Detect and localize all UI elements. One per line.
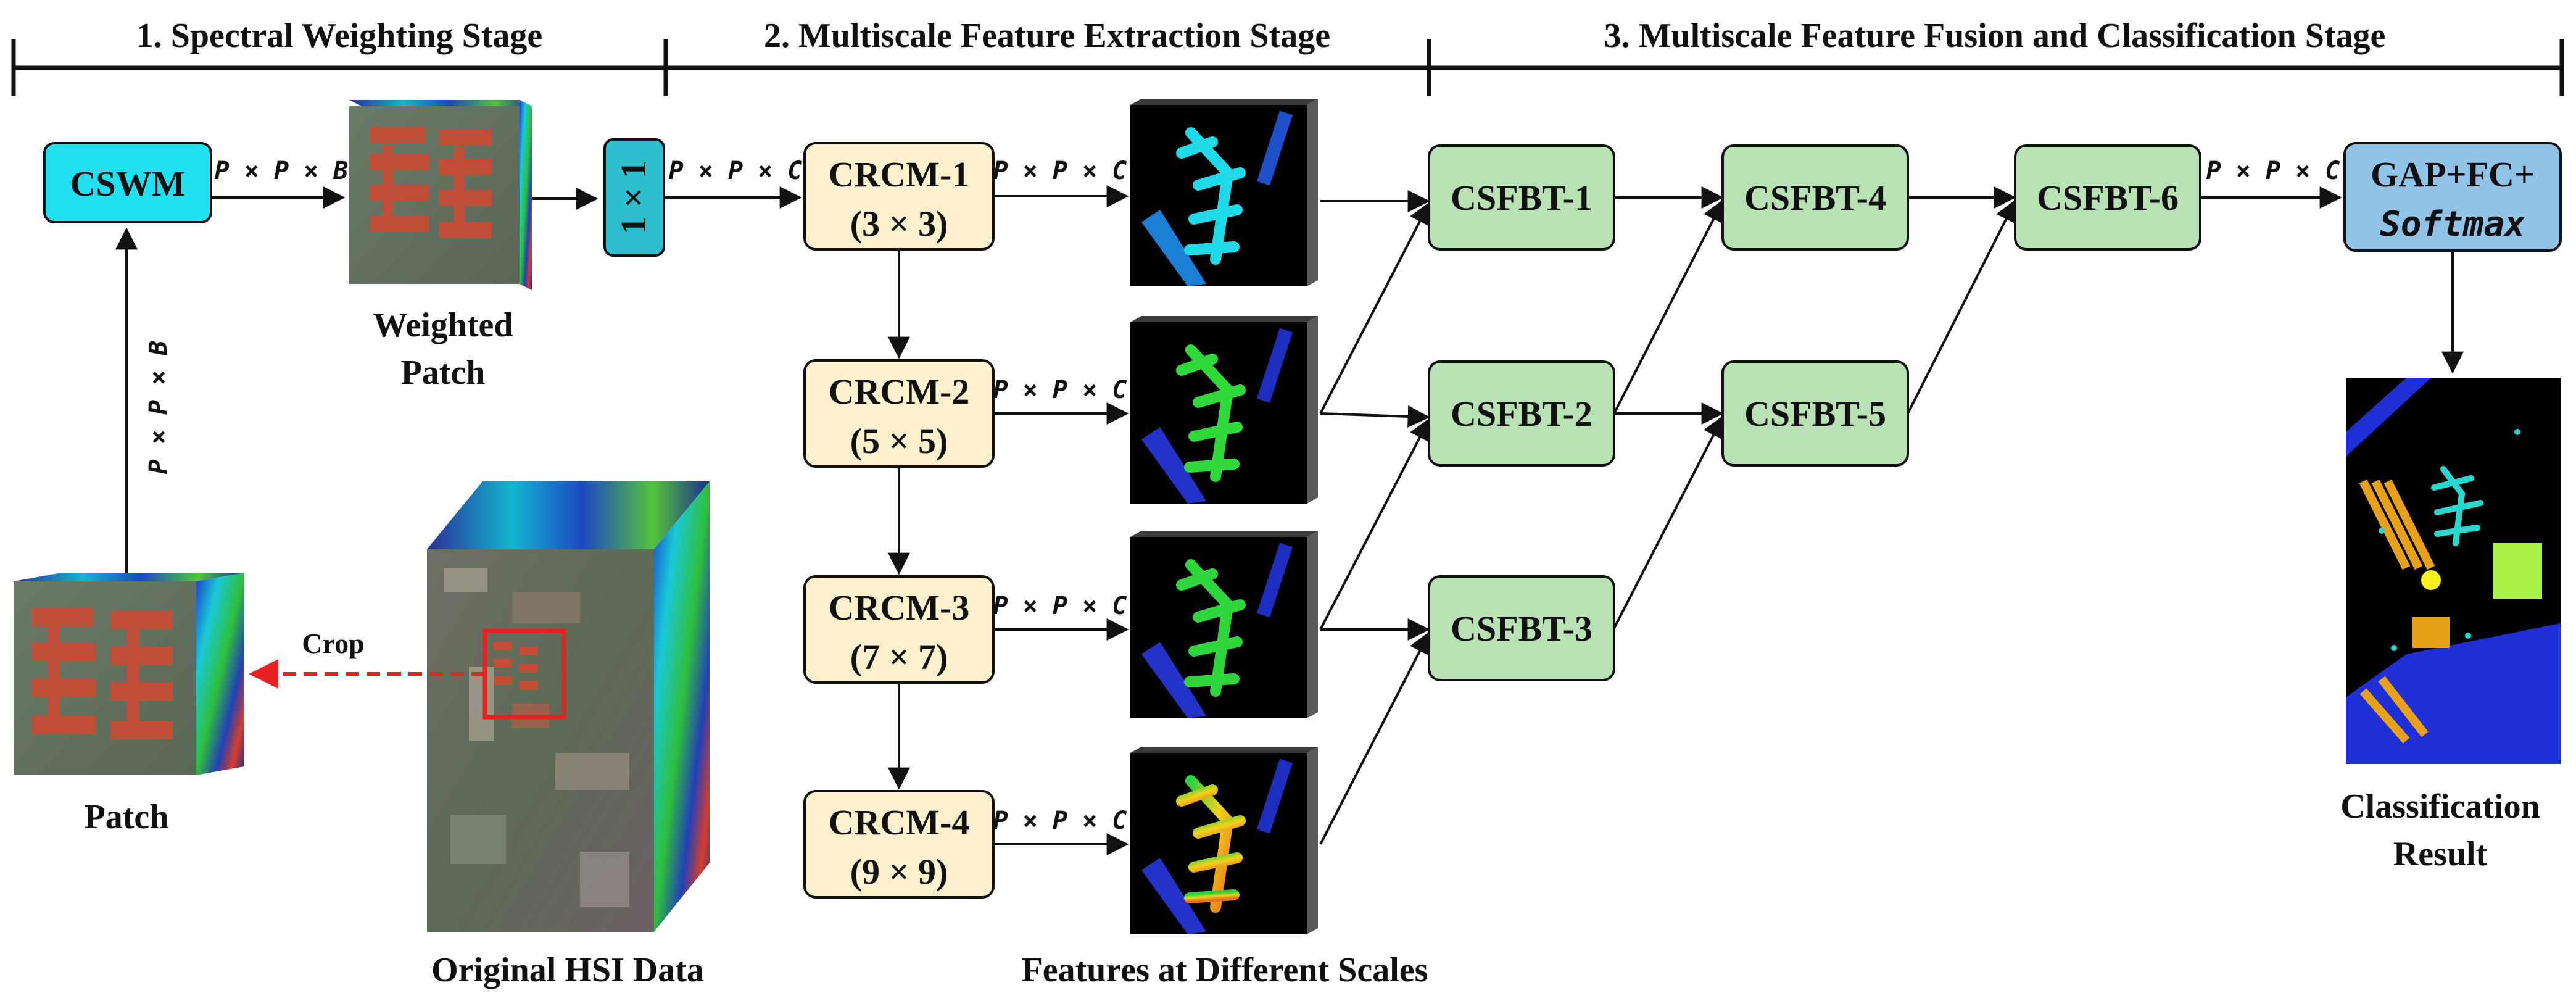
dim-label-cswm-out: P × P × B (215, 157, 349, 185)
dim-label-crcm3: P × P × C (993, 592, 1127, 620)
feature-map-2 (1130, 316, 1318, 504)
csfbt-4-module: CSFBT-4 (1721, 144, 1909, 251)
result-caption-line1: Classification (2340, 787, 2540, 826)
crcm-1-name: CRCM-1 (829, 154, 970, 194)
crcm-4-kernel: (9 × 9) (850, 852, 948, 892)
csfbt-6-label: CSFBT-6 (2037, 178, 2179, 218)
weighted-patch-cube (349, 100, 532, 290)
crcm-3-module: CRCM-3 (7 × 7) (803, 575, 995, 684)
cswm-module: CSWM (43, 142, 212, 223)
dim-label-crcm4: P × P × C (993, 807, 1127, 835)
crop-region-buildings (494, 642, 538, 690)
arrow-f4-to-csfbt3 (1319, 631, 1430, 845)
stage-2-title: 2. Multiscale Feature Extraction Stage (764, 17, 1330, 55)
arrow-csfbt2-to-csfbt4 (1613, 199, 1724, 414)
conv-1x1-label: 1 × 1 (613, 160, 653, 235)
dim-label-patch-out: P × P × B (144, 341, 173, 475)
stage-1-title: 1. Spectral Weighting Stage (136, 17, 543, 55)
arrow-f2-to-csfbt1 (1319, 201, 1430, 414)
dim-label-csfbt6-out: P × P × C (2206, 157, 2340, 185)
result-caption-line2: Result (2393, 835, 2488, 873)
dim-label-crcm2: P × P × C (993, 376, 1127, 404)
classifier-head-module: GAP+FC+ Softmax (2343, 142, 2562, 252)
features-caption: Features at Different Scales (1022, 951, 1428, 989)
feature-map-1 (1130, 99, 1318, 286)
crcm-2-kernel: (5 × 5) (850, 421, 948, 461)
dim-label-1x1-out: P × P × C (669, 157, 803, 185)
csfbt-2-label: CSFBT-2 (1451, 394, 1592, 434)
arrow-csfbt3-to-csfbt5 (1613, 415, 1724, 629)
weighted-patch-caption-line2: Patch (401, 354, 486, 392)
csfbt-1-module: CSFBT-1 (1428, 144, 1615, 251)
crop-label: Crop (302, 628, 364, 659)
crcm-2-name: CRCM-2 (829, 372, 970, 412)
crcm-2-module: CRCM-2 (5 × 5) (803, 359, 995, 468)
csfbt-1-label: CSFBT-1 (1451, 178, 1592, 218)
original-hsi-cube (427, 481, 710, 932)
stage-3-title: 3. Multiscale Feature Fusion and Classif… (1604, 17, 2386, 55)
csfbt-5-label: CSFBT-5 (1744, 394, 1886, 434)
crcm-1-module: CRCM-1 (3 × 3) (803, 142, 995, 251)
crcm-4-name: CRCM-4 (829, 802, 970, 842)
dim-label-crcm1: P × P × C (993, 157, 1127, 185)
classification-result-map (2346, 378, 2561, 764)
feature-map-4 (1130, 747, 1318, 934)
patch-caption: Patch (85, 798, 169, 836)
cswm-label: CSWM (70, 164, 186, 204)
original-hsi-caption: Original HSI Data (431, 951, 704, 989)
csfbt-3-label: CSFBT-3 (1451, 608, 1592, 649)
stage-headers: 1. Spectral Weighting Stage 2. Multiscal… (11, 17, 2564, 96)
csfbt-6-module: CSFBT-6 (2014, 144, 2201, 251)
patch-cube (14, 573, 244, 775)
weighted-patch-caption-line1: Weighted (373, 306, 513, 344)
csfbt-2-module: CSFBT-2 (1428, 360, 1615, 467)
csfbt-4-label: CSFBT-4 (1744, 178, 1886, 218)
crcm-4-module: CRCM-4 (9 × 9) (803, 790, 995, 899)
csfbt-5-module: CSFBT-5 (1721, 360, 1909, 467)
conv-1x1-module: 1 × 1 (603, 138, 665, 257)
arrow-csfbt5-to-csfbt6 (1907, 199, 2016, 414)
arrow-f2-to-csfbt2 (1320, 405, 1430, 428)
crcm-1-kernel: (3 × 3) (850, 204, 948, 244)
csfbt-3-module: CSFBT-3 (1428, 575, 1615, 681)
arrow-f3-to-csfbt2 (1319, 417, 1430, 630)
crcm-3-kernel: (7 × 7) (850, 637, 948, 677)
head-label-line2: Softmax (2380, 204, 2525, 244)
feature-map-3 (1130, 531, 1318, 718)
crcm-3-name: CRCM-3 (829, 588, 970, 628)
head-label-line1: GAP+FC+ (2371, 154, 2535, 194)
